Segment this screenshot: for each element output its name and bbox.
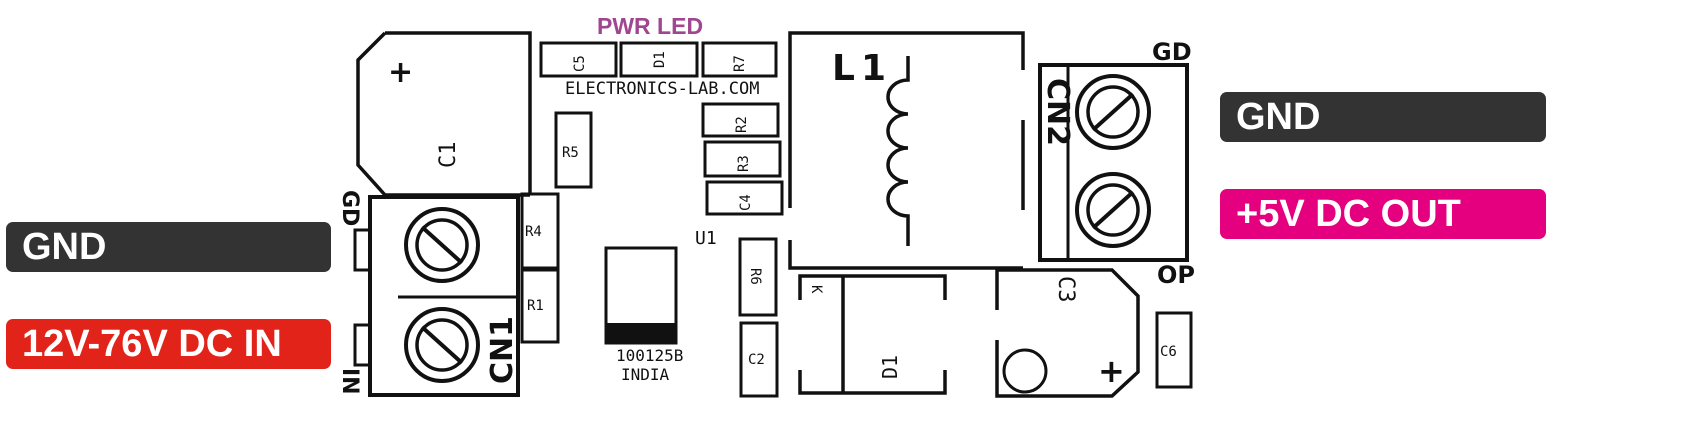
d1-bottom-label: D1 (878, 355, 902, 379)
r5-label: R5 (562, 145, 579, 161)
c4-label: C4 (738, 194, 754, 211)
c3-label: C3 (1053, 276, 1078, 303)
c3-footprint (995, 268, 1140, 398)
c4-footprint (705, 180, 784, 216)
r4-footprint (520, 192, 560, 270)
dc-input-label: 12V-76V DC IN (6, 319, 331, 369)
c2-label: C2 (748, 352, 765, 368)
board-code-label: 100125B (616, 346, 683, 365)
r2-label: R2 (734, 116, 750, 133)
c5-label: C5 (572, 55, 588, 72)
gnd-output-label: GND (1220, 92, 1546, 142)
r7-footprint (701, 41, 778, 78)
dc-output-label: +5V DC OUT (1220, 189, 1546, 239)
r4-label: R4 (525, 224, 542, 240)
c6-footprint (1155, 311, 1193, 389)
c1-plus-label: + (388, 55, 413, 90)
d1-top-label: D1 (652, 51, 668, 68)
gd-right-label: GD (1152, 38, 1192, 66)
gnd-input-label: GND (6, 222, 331, 272)
op-label: OP (1157, 261, 1195, 289)
cn1-label: CN1 (485, 316, 520, 384)
website-label: ELECTRONICS-LAB.COM (565, 79, 759, 99)
r6-label: R6 (747, 268, 763, 285)
d1-diode-footprint (798, 274, 947, 395)
r6-footprint (738, 237, 778, 317)
in-label: IN (337, 368, 362, 395)
c2-footprint (739, 321, 779, 398)
cn2-label: CN2 (1040, 78, 1075, 146)
board-country-label: INDIA (621, 365, 670, 384)
r3-footprint (703, 140, 782, 178)
c3-plus-label: + (1098, 352, 1125, 390)
r7-label: R7 (732, 55, 748, 72)
r5-footprint (554, 111, 593, 189)
r1-label: R1 (527, 298, 544, 314)
pwr-led-label: PWR LED (597, 13, 703, 39)
u1-label: U1 (695, 228, 717, 249)
r1-footprint (520, 268, 560, 344)
r3-label: R3 (736, 155, 752, 172)
c5-footprint (539, 41, 618, 78)
c1-label: C1 (436, 142, 461, 169)
cn2-block (1038, 63, 1189, 262)
d1-led-footprint (619, 41, 699, 78)
gd-left-label: GD (337, 190, 362, 226)
inductor-coil (886, 56, 910, 246)
r2-footprint (701, 102, 780, 138)
c6-label: C6 (1160, 344, 1177, 360)
k-label: K (808, 285, 824, 294)
l1-label: L1 (832, 48, 892, 89)
